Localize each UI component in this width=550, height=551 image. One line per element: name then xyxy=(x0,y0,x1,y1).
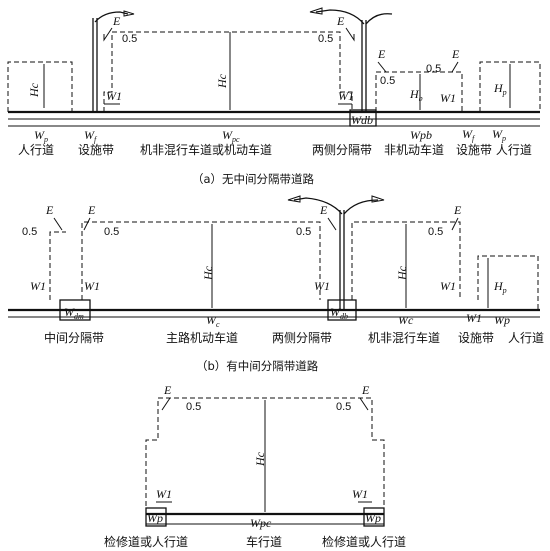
hc-b-label: Hc xyxy=(201,265,215,281)
hb-label: Hb xyxy=(409,87,423,103)
wp-b-label: Wp xyxy=(494,313,510,327)
w1-nm-label: W1 xyxy=(440,91,456,105)
facility-sidewalk-label: 设施带 人行道 xyxy=(456,143,532,157)
wdb-label: Wdb xyxy=(351,113,373,127)
w1-b-left-label: W1 xyxy=(30,279,46,293)
e-nm-left-label: E xyxy=(377,47,386,61)
e-b-center-label: E xyxy=(319,203,328,217)
mixed-lane-label: 机非混行车道或机动车道 xyxy=(140,142,272,157)
wc-b-label: Wc xyxy=(206,313,220,329)
panel-c: E 0.5 E 0.5 Hc W1 W1 Wp Wp Wpc 检修道或人行道 车… xyxy=(104,383,406,549)
hc-main-label: Hc xyxy=(215,73,229,89)
half-right-label: 0.5 xyxy=(318,33,333,45)
e-b-right-label: E xyxy=(453,203,462,217)
caption-a: （a）无中间分隔带道路 xyxy=(192,172,315,186)
w1-right-label: W1 xyxy=(338,89,354,103)
e-b-left2-label: E xyxy=(87,203,96,217)
half-nm-right-label: 0.5 xyxy=(426,63,441,75)
left-walk-label: 检修道或人行道 xyxy=(104,534,188,549)
sidewalk-b-label: 人行道 xyxy=(508,331,544,345)
panel-a: Hc E 0.5 Hc W1 E 0.5 Wdb W1 xyxy=(7,7,541,186)
w1-c-left-label: W1 xyxy=(156,487,172,501)
w1-b-right-label: W1 xyxy=(440,279,456,293)
e-label: E xyxy=(112,14,121,28)
wpc-c-label: Wpc xyxy=(250,516,272,530)
wp-c-left-label: Wp xyxy=(147,511,163,525)
facility-belt-b-label: 设施带 xyxy=(458,331,494,345)
half-b-right-label: 0.5 xyxy=(428,226,443,238)
right-walk-label: 检修道或人行道 xyxy=(322,534,406,549)
w1-b-center-label: W1 xyxy=(314,279,330,293)
half-label: 0.5 xyxy=(122,33,137,45)
hp-b-label: Hp xyxy=(493,279,507,295)
e-c-left-label: E xyxy=(163,383,172,397)
wp-c-right-label: Wp xyxy=(365,511,381,525)
wf-label: Wf xyxy=(84,128,98,144)
half-nm-left-label: 0.5 xyxy=(380,75,395,87)
wdb-b-label: Wdb xyxy=(330,305,348,321)
half-b-left2-label: 0.5 xyxy=(104,226,119,238)
half-c-right-label: 0.5 xyxy=(336,401,351,413)
two-side-divider-label: 两侧分隔带 xyxy=(312,143,372,157)
sidewalk-label: 人行道 xyxy=(18,143,54,157)
half-b-center-label: 0.5 xyxy=(296,226,311,238)
wpc-label: Wpc xyxy=(222,128,240,144)
wc-b-right-label: Wc xyxy=(398,313,414,327)
caption-b: （b）有中间分隔带道路 xyxy=(196,359,319,373)
wf-right-label: Wf xyxy=(462,127,476,143)
e-b-left-label: E xyxy=(45,203,54,217)
half-b-left-label: 0.5 xyxy=(22,226,37,238)
half-c-left-label: 0.5 xyxy=(186,401,201,413)
hc-b-right-label: Hc xyxy=(395,265,409,281)
non-motor-lane-label: 非机动车道 xyxy=(384,142,444,157)
hc-c-label: Hc xyxy=(253,451,267,467)
w1-left-label: W1 xyxy=(106,89,122,103)
e-c-right-label: E xyxy=(361,383,370,397)
wdm-label: Wdm xyxy=(64,305,84,321)
panel-b: Wdm E 0.5 E 0.5 W1 W1 Hc E 0.5 Wdb W1 Hc… xyxy=(8,195,544,373)
two-side-divider-b-label: 两侧分隔带 xyxy=(272,331,332,345)
wpb-label: Wpb xyxy=(410,128,432,142)
median-label: 中间分隔带 xyxy=(44,330,104,345)
w1-b-edge-label: W1 xyxy=(466,311,482,325)
facility-belt-label: 设施带 xyxy=(78,143,114,157)
hc-label: Hc xyxy=(27,82,41,98)
mixed-lane-b-label: 机非混行车道 xyxy=(368,330,440,345)
main-lane-label: 主路机动车道 xyxy=(166,330,238,345)
w1-c-right-label: W1 xyxy=(352,487,368,501)
wp-right-label: Wp xyxy=(492,127,506,143)
e-nm-right-label: E xyxy=(451,47,460,61)
w1-b-left2-label: W1 xyxy=(84,279,100,293)
e-right-label: E xyxy=(336,14,345,28)
lane-c-label: 车行道 xyxy=(246,534,282,549)
wp-label: Wp xyxy=(34,128,48,144)
hp-label: Hp xyxy=(493,81,507,97)
